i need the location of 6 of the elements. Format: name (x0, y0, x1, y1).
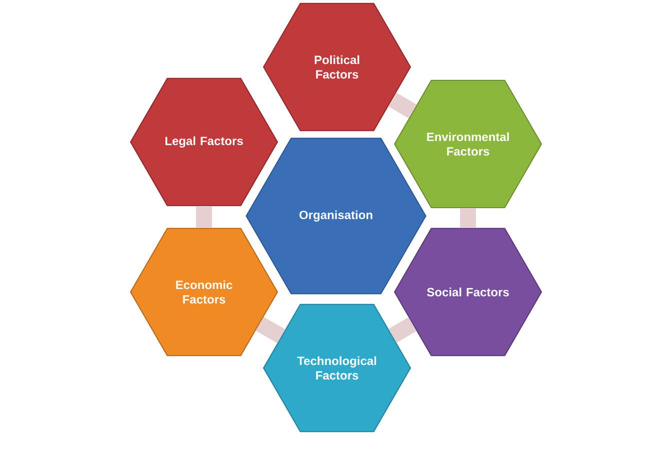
connector-band (460, 208, 476, 228)
connector-band (388, 92, 417, 118)
connector-band (388, 317, 417, 343)
connector-band (196, 206, 212, 228)
connector-band (256, 316, 286, 344)
hexagon: Organisation (246, 138, 426, 294)
